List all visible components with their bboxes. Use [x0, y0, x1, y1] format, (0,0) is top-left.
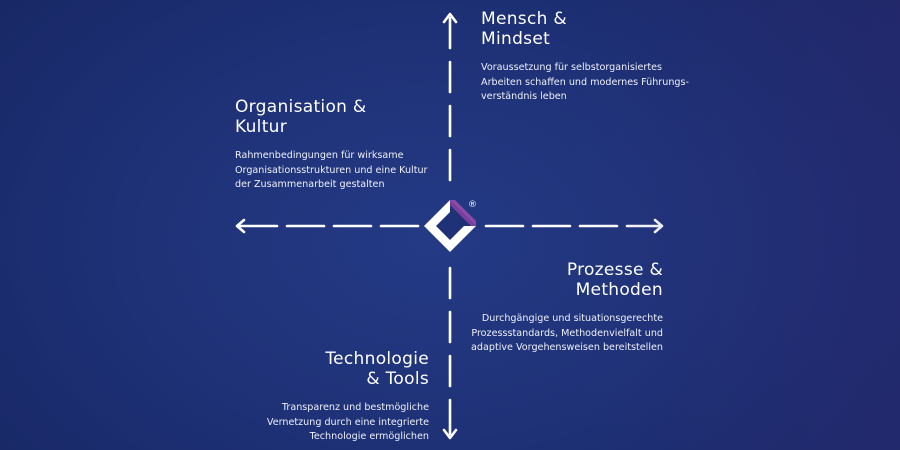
quadrant-description: Durchgängige und situationsgerechte Proz…: [471, 313, 663, 353]
quadrant-title: Organisation & Kultur: [235, 97, 367, 137]
quadrant-description: Rahmenbedingungen für wirksame Organisat…: [235, 150, 428, 190]
quadrant-organisation-kultur: Organisation & Kultur Rahmenbedingungen …: [235, 97, 445, 193]
quadrant-description: Voraussetzung für selbstorganisiertes Ar…: [481, 62, 689, 102]
quadrant-title: Prozesse & Methoden: [566, 260, 663, 300]
arrow-up-icon: [442, 12, 458, 24]
registered-mark: ®: [468, 200, 477, 210]
diamond-logo-icon: [424, 200, 476, 252]
quadrant-technologie-tools: Technologie & Tools Transparenz und best…: [230, 349, 429, 445]
quadrant-description: Transparenz und bestmögliche Vernetzung …: [266, 402, 429, 442]
arrow-right-icon: [653, 218, 664, 234]
arrow-left-icon: [235, 218, 246, 234]
quadrant-title: Mensch & Mindset: [481, 9, 567, 49]
quadrant-prozesse-methoden: Prozesse & Methoden Durchgängige und sit…: [440, 260, 663, 356]
arrow-down-icon: [442, 428, 458, 440]
quadrant-title: Technologie & Tools: [325, 349, 429, 389]
quadrant-mensch-mindset: Mensch & Mindset Voraussetzung für selbs…: [481, 9, 701, 105]
